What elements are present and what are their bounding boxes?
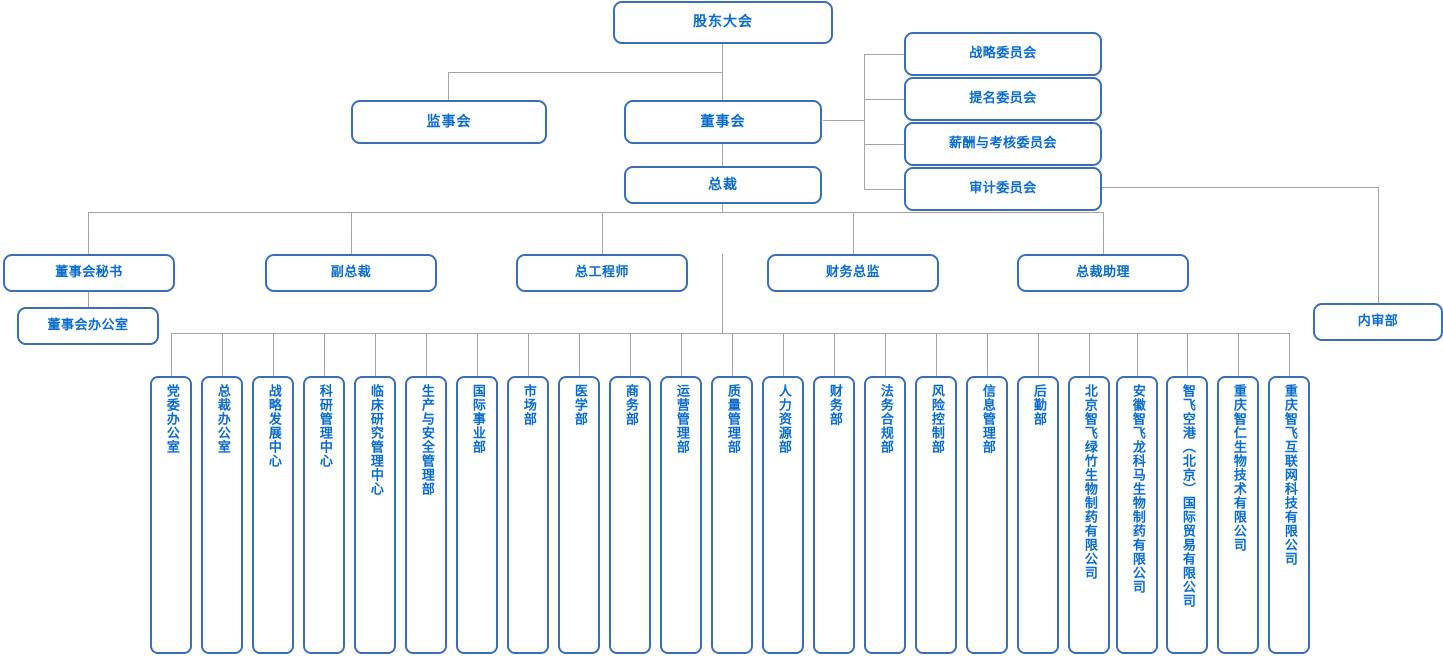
connector-dept-drop-16 bbox=[936, 333, 937, 376]
node-department-marketing[interactable]: 市场部 bbox=[507, 376, 549, 654]
node-vice-president[interactable]: 副总裁 bbox=[265, 254, 437, 292]
connector-dept-drop-22 bbox=[1238, 333, 1239, 376]
node-department-risk-control[interactable]: 风险控制部 bbox=[915, 376, 957, 654]
connector-department-bus bbox=[171, 333, 1289, 334]
node-department-human-resources[interactable]: 人力资源部 bbox=[762, 376, 804, 654]
node-board-office[interactable]: 董事会办公室 bbox=[17, 307, 159, 345]
node-department-quality-management[interactable]: 质量管理部 bbox=[711, 376, 753, 654]
connector-dept-drop-19 bbox=[1089, 333, 1090, 376]
connector-bus-supervisors bbox=[448, 72, 723, 73]
connector-committee-3 bbox=[864, 144, 905, 145]
connector-exec-drop-1 bbox=[88, 212, 89, 254]
connector-internal-audit-drop bbox=[1378, 187, 1379, 303]
node-subsidiary-chongqing-zhiren[interactable]: 重庆智仁生物技术有限公司 bbox=[1217, 376, 1259, 654]
connector-dept-drop-18 bbox=[1038, 333, 1039, 376]
connector-dept-drop-6 bbox=[426, 333, 427, 376]
connector-dept-drop-21 bbox=[1187, 333, 1188, 376]
node-department-finance[interactable]: 财务部 bbox=[813, 376, 855, 654]
node-board-secretary[interactable]: 董事会秘书 bbox=[3, 254, 175, 292]
connector-committee-spine bbox=[864, 54, 865, 190]
node-shareholders-meeting[interactable]: 股东大会 bbox=[613, 1, 833, 44]
connector-drop-supervisors bbox=[448, 72, 449, 100]
connector-executive-bus bbox=[88, 212, 1104, 213]
connector-dept-drop-7 bbox=[477, 333, 478, 376]
node-department-information-management[interactable]: 信息管理部 bbox=[966, 376, 1008, 654]
node-department-strategic-development-center[interactable]: 战略发展中心 bbox=[252, 376, 294, 654]
node-president[interactable]: 总裁 bbox=[624, 166, 822, 204]
node-department-clinical-research-management-center[interactable]: 临床研究管理中心 bbox=[354, 376, 396, 654]
connector-dept-drop-4 bbox=[324, 333, 325, 376]
node-department-business[interactable]: 商务部 bbox=[609, 376, 651, 654]
connector-exec-drop-3 bbox=[602, 212, 603, 254]
node-committee-nomination[interactable]: 提名委员会 bbox=[904, 77, 1102, 121]
node-subsidiary-zhifei-airport-beijing[interactable]: 智飞空港（北京）国际贸易有限公司 bbox=[1166, 376, 1208, 654]
connector-dept-drop-20 bbox=[1137, 333, 1138, 376]
connector-dept-drop-15 bbox=[885, 333, 886, 376]
node-subsidiary-chongqing-internet-tech[interactable]: 重庆智飞互联网科技有限公司 bbox=[1268, 376, 1310, 654]
connector-president-stub bbox=[722, 204, 723, 213]
connector-dept-drop-5 bbox=[375, 333, 376, 376]
node-department-international-business[interactable]: 国际事业部 bbox=[456, 376, 498, 654]
connector-audit-to-internal bbox=[1102, 187, 1379, 188]
connector-dept-drop-10 bbox=[630, 333, 631, 376]
node-department-legal-compliance[interactable]: 法务合规部 bbox=[864, 376, 906, 654]
connector-dept-drop-12 bbox=[732, 333, 733, 376]
node-department-party-committee-office[interactable]: 党委办公室 bbox=[150, 376, 192, 654]
connector-exec-drop-4 bbox=[853, 212, 854, 254]
connector-dept-drop-13 bbox=[783, 333, 784, 376]
node-department-president-office[interactable]: 总裁办公室 bbox=[201, 376, 243, 654]
node-cfo[interactable]: 财务总监 bbox=[767, 254, 939, 292]
connector-dept-drop-14 bbox=[834, 333, 835, 376]
node-department-operations-management[interactable]: 运营管理部 bbox=[660, 376, 702, 654]
node-department-research-management-center[interactable]: 科研管理中心 bbox=[303, 376, 345, 654]
node-committee-remuneration[interactable]: 薪酬与考核委员会 bbox=[904, 122, 1102, 166]
connector-dept-drop-17 bbox=[987, 333, 988, 376]
connector-exec-drop-5 bbox=[1103, 212, 1104, 254]
connector-exec-drop-2 bbox=[351, 212, 352, 254]
connector-dept-drop-3 bbox=[273, 333, 274, 376]
connector-dept-drop-23 bbox=[1289, 333, 1290, 376]
node-committee-audit[interactable]: 审计委员会 bbox=[904, 167, 1102, 211]
connector-committee-4 bbox=[864, 189, 905, 190]
node-board-of-supervisors[interactable]: 监事会 bbox=[351, 100, 547, 144]
node-internal-audit-department[interactable]: 内审部 bbox=[1313, 303, 1443, 341]
connector-dept-drop-11 bbox=[681, 333, 682, 376]
node-department-medical[interactable]: 医学部 bbox=[558, 376, 600, 654]
node-subsidiary-anhui-longcoma[interactable]: 安徽智飞龙科马生物制药有限公司 bbox=[1116, 376, 1158, 654]
connector-committee-2 bbox=[864, 99, 905, 100]
connector-board-president bbox=[722, 144, 723, 166]
connector-secretary-office bbox=[88, 291, 89, 307]
node-committee-strategy[interactable]: 战略委员会 bbox=[904, 32, 1102, 76]
node-board-of-directors[interactable]: 董事会 bbox=[624, 100, 822, 144]
node-president-assistant[interactable]: 总裁助理 bbox=[1017, 254, 1189, 292]
connector-president-dept-stub bbox=[722, 254, 723, 333]
node-chief-engineer[interactable]: 总工程师 bbox=[516, 254, 688, 292]
connector-dept-drop-2 bbox=[222, 333, 223, 376]
node-department-production-safety-management[interactable]: 生产与安全管理部 bbox=[405, 376, 447, 654]
connector-dept-drop-9 bbox=[579, 333, 580, 376]
connector-committee-1 bbox=[864, 54, 905, 55]
node-department-logistics[interactable]: 后勤部 bbox=[1017, 376, 1059, 654]
connector-dept-drop-1 bbox=[171, 333, 172, 376]
connector-dept-drop-8 bbox=[528, 333, 529, 376]
connector-board-committee-stub bbox=[823, 120, 865, 121]
node-subsidiary-beijing-luzhu[interactable]: 北京智飞绿竹生物制药有限公司 bbox=[1068, 376, 1110, 654]
